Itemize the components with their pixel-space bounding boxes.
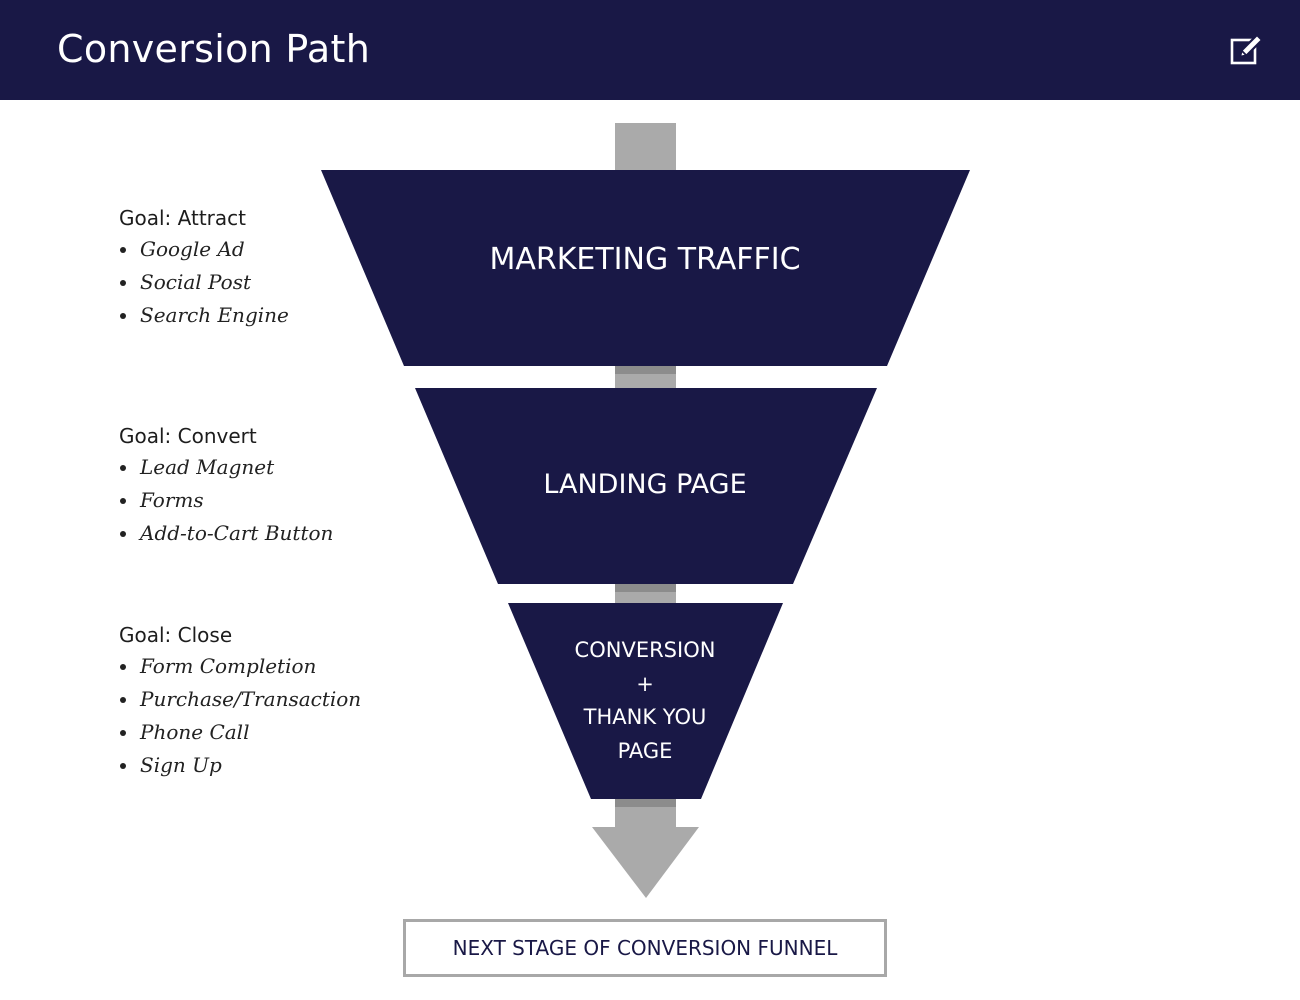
goal-heading: Goal: Close bbox=[119, 623, 233, 647]
shadow-band bbox=[615, 583, 676, 592]
goal-heading: Goal: Convert bbox=[119, 424, 257, 448]
shadow-band bbox=[615, 365, 676, 374]
funnel-stage-conversion bbox=[508, 603, 783, 799]
page-title: Conversion Path bbox=[57, 27, 371, 71]
stage-label-line: + bbox=[636, 671, 654, 696]
list-item: Add-to-Cart Button bbox=[119, 517, 333, 550]
funnel-stage-landing-page bbox=[415, 388, 877, 584]
list-item: Sign Up bbox=[119, 749, 361, 782]
next-stage-button[interactable]: NEXT STAGE OF CONVERSION FUNNEL bbox=[403, 919, 887, 977]
header-bar: Conversion Path bbox=[0, 0, 1300, 100]
stage-label-line: THANK YOU bbox=[583, 705, 707, 729]
goal-attract: Goal: Attract Google Ad Social Post Sear… bbox=[119, 205, 289, 332]
edit-button[interactable] bbox=[1226, 30, 1266, 70]
stage-label-marketing-traffic: MARKETING TRAFFIC bbox=[489, 242, 801, 277]
list-item: Purchase/Transaction bbox=[119, 683, 361, 716]
list-item: Google Ad bbox=[119, 233, 289, 266]
goal-convert: Goal: Convert Lead Magnet Forms Add-to-C… bbox=[119, 423, 333, 550]
stage-label-line: CONVERSION bbox=[574, 638, 716, 662]
list-item: Search Engine bbox=[119, 299, 289, 332]
goal-close: Goal: Close Form Completion Purchase/Tra… bbox=[119, 622, 361, 782]
flow-arrow-head bbox=[592, 827, 699, 898]
list-item: Form Completion bbox=[119, 650, 361, 683]
goal-list: Google Ad Social Post Search Engine bbox=[119, 233, 289, 332]
goal-list: Lead Magnet Forms Add-to-Cart Button bbox=[119, 451, 333, 550]
goal-list: Form Completion Purchase/Transaction Pho… bbox=[119, 650, 361, 782]
list-item: Lead Magnet bbox=[119, 451, 333, 484]
stage-label-conversion: CONVERSION + THANK YOU PAGE bbox=[520, 634, 770, 768]
stage-label-line: PAGE bbox=[617, 738, 673, 763]
list-item: Forms bbox=[119, 484, 333, 517]
shadow-band bbox=[615, 798, 676, 807]
list-item: Phone Call bbox=[119, 716, 361, 749]
edit-pencil-icon bbox=[1230, 33, 1264, 65]
funnel-stage-marketing-traffic bbox=[321, 170, 970, 366]
stage-label-landing-page: LANDING PAGE bbox=[543, 469, 747, 500]
list-item: Social Post bbox=[119, 266, 289, 299]
goal-heading: Goal: Attract bbox=[119, 206, 246, 230]
